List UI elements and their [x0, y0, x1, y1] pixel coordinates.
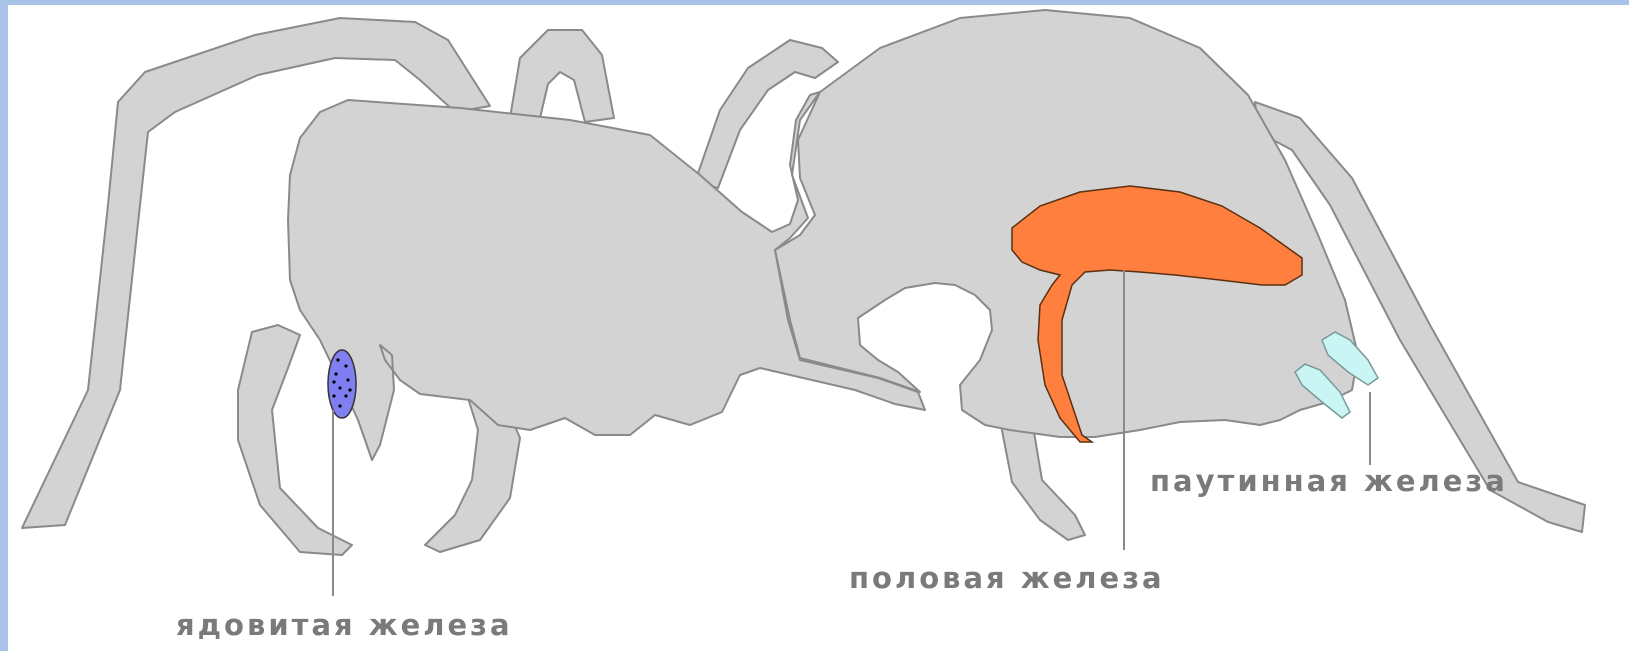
venom-dot: [344, 364, 347, 367]
front-leg-loop: [510, 30, 614, 122]
venom-dot: [338, 404, 341, 407]
venom-dot: [344, 394, 347, 397]
gonad-label: половая железа: [849, 561, 1165, 595]
venom-dot: [334, 372, 337, 375]
venom-gland: [328, 350, 356, 418]
venom-dot: [348, 388, 351, 391]
venom-dot: [346, 378, 349, 381]
venom-dot: [338, 386, 341, 389]
venom-dot: [332, 380, 335, 383]
silk-gland-label: паутинная железа: [1150, 464, 1508, 498]
venom-dot: [332, 394, 335, 397]
venom-dot: [336, 358, 339, 361]
venom-gland-label: ядовитая железа: [176, 608, 513, 642]
